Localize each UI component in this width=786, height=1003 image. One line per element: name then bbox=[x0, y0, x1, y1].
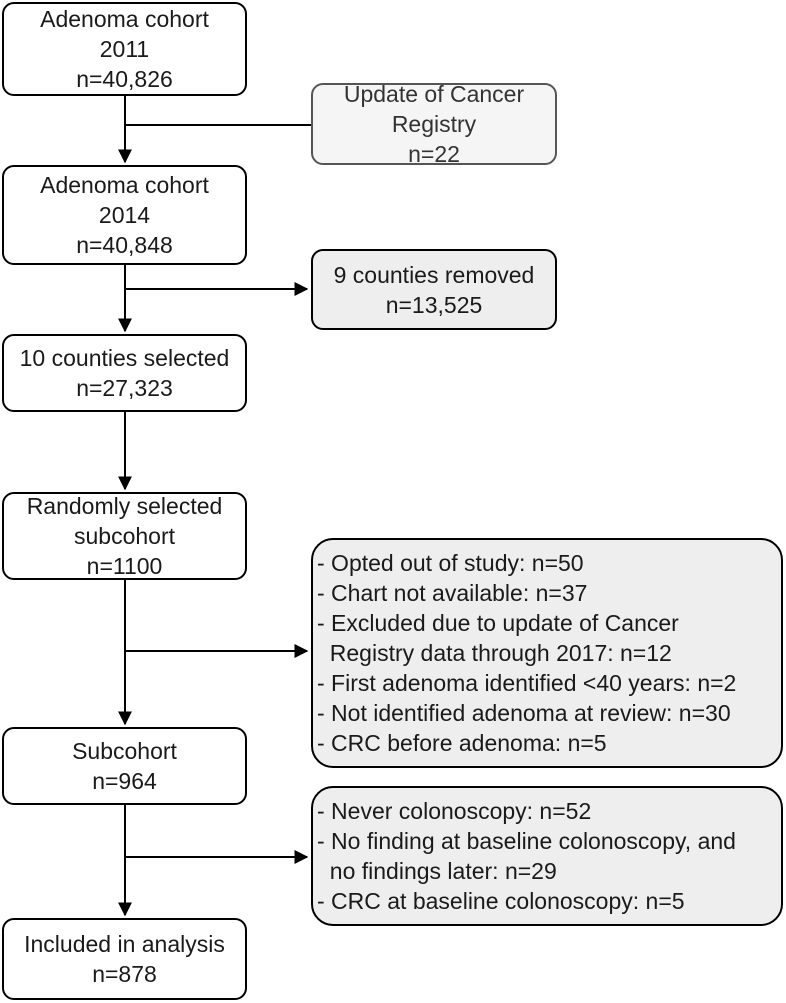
exclusion-item: - Not identified adenoma at review: n=30 bbox=[317, 700, 731, 726]
box-line: 2014 bbox=[98, 202, 151, 228]
box-adenoma-cohort-2014: Adenoma cohort 2014 n=40,848 bbox=[2, 165, 247, 265]
box-included-in-analysis: Included in analysis n=878 bbox=[2, 918, 247, 1000]
box-line: n=1100 bbox=[86, 553, 163, 579]
exclusion-item: - CRC at baseline colonoscopy: n=5 bbox=[317, 888, 685, 914]
box-line: n=40,848 bbox=[76, 232, 173, 258]
box-line: Adenoma cohort bbox=[40, 172, 209, 198]
exclusion-item: - Never colonoscopy: n=52 bbox=[317, 798, 592, 824]
exclusion-item: - Chart not available: n=37 bbox=[317, 580, 588, 606]
box-line: n=40,826 bbox=[76, 66, 173, 92]
exclusion-item: - Opted out of study: n=50 bbox=[317, 550, 584, 576]
box-exclusions-review: - Opted out of study: n=50 - Chart not a… bbox=[311, 538, 783, 768]
box-9-counties-removed: 9 counties removed n=13,525 bbox=[311, 249, 557, 330]
exclusion-item: - First adenoma identified <40 years: n=… bbox=[317, 670, 737, 696]
box-update-of-cancer-registry: Update of Cancer Registry n=22 bbox=[311, 81, 557, 167]
box-line: n=27,323 bbox=[76, 375, 173, 401]
box-line: n=13,525 bbox=[385, 291, 483, 318]
exclusion-item: - CRC before adenoma: n=5 bbox=[317, 730, 607, 756]
box-10-counties-selected: 10 counties selected n=27,323 bbox=[2, 334, 247, 412]
box-line: Registry bbox=[391, 111, 477, 137]
box-line: Subcohort bbox=[72, 738, 177, 764]
box-subcohort: Subcohort n=964 bbox=[2, 727, 247, 805]
box-line: n=22 bbox=[408, 141, 460, 167]
box-line: 9 counties removed bbox=[333, 261, 535, 288]
box-exclusions-colonoscopy: - Never colonoscopy: n=52 - No finding a… bbox=[311, 786, 783, 926]
exclusion-item: - Excluded due to update of Cancer bbox=[317, 610, 679, 636]
box-line: Randomly selected bbox=[26, 493, 223, 519]
box-line: subcohort bbox=[73, 523, 175, 549]
box-line: Adenoma cohort bbox=[40, 6, 209, 32]
exclusion-item: - No finding at baseline colonoscopy, an… bbox=[317, 828, 736, 854]
exclusion-item: Registry data through 2017: n=12 bbox=[317, 640, 672, 666]
box-line: n=878 bbox=[92, 961, 157, 987]
box-line: n=964 bbox=[92, 768, 157, 794]
box-line: 2011 bbox=[99, 36, 150, 62]
box-randomly-selected-subcohort: Randomly selected subcohort n=1100 bbox=[2, 492, 247, 580]
exclusion-item: no findings later: n=29 bbox=[317, 858, 557, 884]
box-line: 10 counties selected bbox=[19, 345, 230, 371]
box-adenoma-cohort-2011: Adenoma cohort 2011 n=40,826 bbox=[2, 2, 247, 96]
box-line: Update of Cancer bbox=[343, 81, 525, 107]
box-line: Included in analysis bbox=[24, 931, 225, 957]
